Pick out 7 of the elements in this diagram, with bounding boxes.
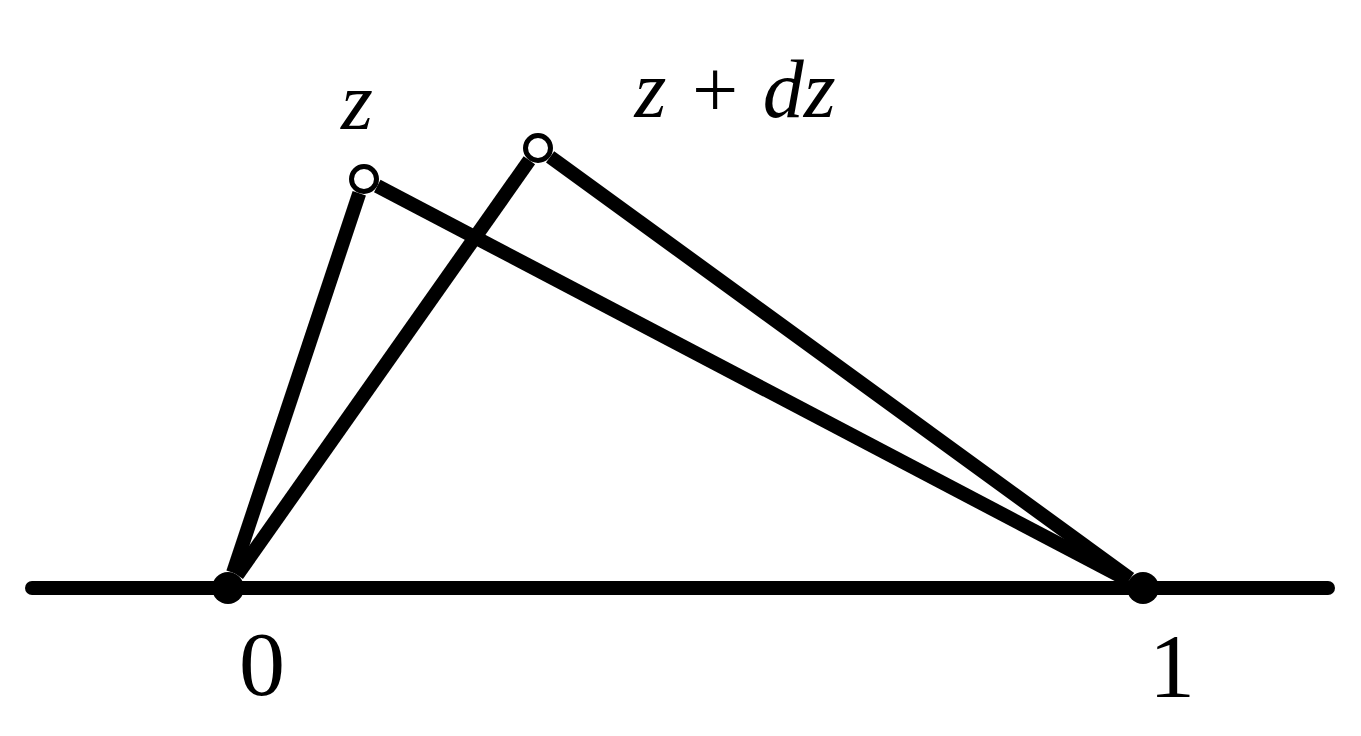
open-point xyxy=(349,164,379,194)
point-label: z xyxy=(341,61,373,143)
point-label: 0 xyxy=(239,618,285,710)
open-point xyxy=(523,133,553,163)
line-segment xyxy=(231,156,536,579)
point-label: 1 xyxy=(1149,620,1195,712)
point-label: z + dz xyxy=(634,49,836,131)
